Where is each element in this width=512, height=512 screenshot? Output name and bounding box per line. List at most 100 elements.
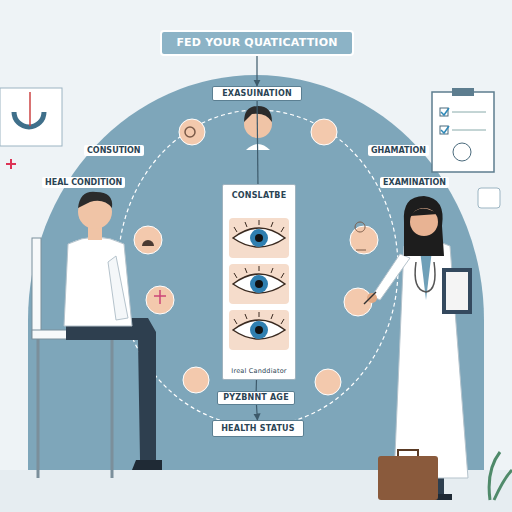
- icon-circle: [315, 369, 341, 395]
- connector-line: [256, 380, 257, 391]
- patient-hair: [78, 192, 112, 208]
- center-face: [244, 106, 272, 150]
- doctor-clipboard: [442, 268, 472, 314]
- plant: [489, 452, 512, 500]
- clipboard-paper: [446, 272, 468, 310]
- head-icon: [142, 240, 154, 246]
- check-box: [440, 108, 448, 116]
- icon-circle: [146, 286, 174, 314]
- eye-icon: [229, 218, 289, 258]
- device-arc: [14, 112, 44, 127]
- eye-iris: [250, 229, 268, 247]
- eye-skin: [229, 264, 289, 304]
- eye-iris: [250, 321, 268, 339]
- doctor-fringe: [410, 208, 438, 216]
- check-line: [452, 112, 486, 113]
- eye-pupil: [255, 326, 263, 334]
- eye-white: [233, 274, 285, 293]
- wall-clipboard: [432, 88, 500, 208]
- doctor-hair: [404, 196, 444, 256]
- briefcase: [378, 450, 438, 500]
- doctor-coat: [394, 240, 468, 478]
- patient-arm: [108, 256, 128, 320]
- doctor-head: [410, 208, 438, 236]
- connector-line: [256, 405, 258, 420]
- chair-back: [32, 238, 41, 338]
- connector-line: [256, 101, 258, 184]
- edge-layer: [256, 56, 258, 420]
- eye-pupil: [255, 280, 263, 288]
- icon-circle: [344, 288, 372, 316]
- eye-lashes: [234, 266, 284, 278]
- node-heading: HEALTH STATUS: [221, 424, 295, 433]
- node-heading: EXASUINATION: [222, 89, 292, 98]
- chair-leg: [111, 339, 114, 478]
- step-label: CONSUTION: [84, 145, 144, 156]
- plant-leaves: [489, 452, 512, 500]
- device-frame: [0, 88, 62, 146]
- wall-device: [0, 88, 62, 169]
- face-head: [244, 110, 272, 138]
- eye-lashes: [234, 312, 284, 324]
- doctor-arm: [372, 254, 410, 300]
- eye-icon: [229, 310, 289, 350]
- step-label: GHAMATION: [368, 145, 429, 156]
- head-icon: [355, 222, 366, 250]
- eye-white: [233, 228, 285, 247]
- node-heading: FED YOUR QUATICATTION: [176, 37, 337, 50]
- eye-pupil: [255, 234, 263, 242]
- step-box: EXASUINATION: [212, 86, 302, 101]
- icon-circle: [134, 226, 162, 254]
- title-box: FED YOUR QUATICATTION: [160, 30, 354, 56]
- eye-skin: [229, 218, 289, 258]
- eye-iris: [250, 275, 268, 293]
- eye-illustrations: [229, 218, 289, 350]
- eye-icon: [229, 264, 289, 304]
- check-line: [452, 130, 486, 131]
- eye-skin: [229, 310, 289, 350]
- patient-sweater: [64, 237, 132, 326]
- chair-leg: [37, 339, 40, 478]
- icon-circle: [179, 119, 205, 145]
- doctor-hand: [367, 293, 377, 303]
- briefcase-handle: [398, 450, 418, 456]
- dashed-cycle: [118, 110, 398, 426]
- doctor-figure: [364, 196, 472, 500]
- medical-icon: [154, 290, 166, 304]
- stethoscope: [415, 262, 435, 292]
- face-hair: [244, 106, 272, 122]
- step-label: EXAMINATION: [380, 177, 449, 188]
- icon-circle: [183, 367, 209, 393]
- dome-shape: [28, 75, 484, 512]
- center-panel: CONSLATBE Ireal Canddiator: [222, 184, 296, 380]
- device-needle: [29, 92, 31, 126]
- briefcase-body: [378, 456, 438, 500]
- cross-symbol: [6, 159, 16, 169]
- clock-icon: [453, 143, 471, 161]
- eye-lashes: [234, 220, 284, 232]
- step-icons: [134, 119, 378, 395]
- connector-line: [256, 56, 257, 86]
- status-box: HEALTH STATUS: [212, 420, 304, 437]
- wall-icon: [478, 188, 500, 208]
- icon-circle: [311, 119, 337, 145]
- clipboard-board: [432, 92, 494, 172]
- doctor-pen: [364, 292, 376, 304]
- lens-icon: [185, 127, 195, 137]
- check-mark: [441, 126, 449, 133]
- patient-figure: [32, 192, 162, 478]
- patient-shoe: [132, 460, 162, 470]
- face-shoulders: [246, 144, 270, 150]
- check-mark: [441, 108, 449, 115]
- node-note: Ireal Canddiator: [231, 368, 286, 375]
- eye-white: [233, 320, 285, 339]
- patient-legs: [66, 318, 156, 460]
- step-label: HEAL CONDITION: [42, 177, 125, 188]
- node-heading: PYZBNNT AGE: [223, 393, 289, 402]
- clipboard-clip: [452, 88, 474, 96]
- check-box: [440, 126, 448, 134]
- node-heading: CONSLATBE: [232, 191, 287, 200]
